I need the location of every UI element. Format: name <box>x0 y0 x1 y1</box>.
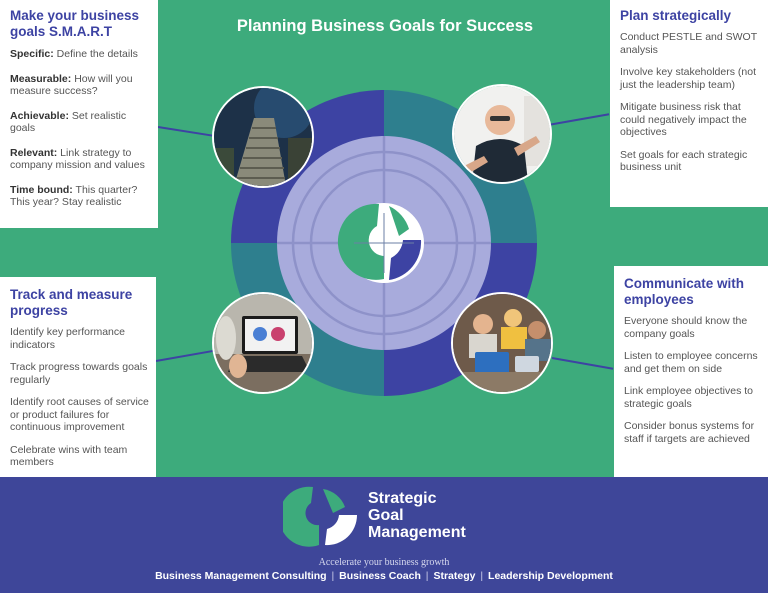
service-item: Business Management Consulting <box>155 570 327 582</box>
smart-item-relevant: Relevant: Link strategy to company missi… <box>10 146 145 172</box>
communicate-item: Link employee objectives to strategic go… <box>624 385 753 410</box>
communicate-card: Communicate with employees Everyone shou… <box>614 266 768 477</box>
tagline: Accelerate your business growth <box>318 557 450 568</box>
smart-item-achievable: Achievable: Set realistic goals <box>10 109 127 135</box>
logo-line-3: Management <box>368 524 466 541</box>
track-item: Identify key performance indicators <box>10 326 125 351</box>
separator: | <box>425 570 429 582</box>
communicate-heading: Communicate with employees <box>624 276 745 307</box>
plan-item: Involve key stakeholders (not just the l… <box>620 66 756 91</box>
smart-term: Time bound: <box>10 183 73 196</box>
smart-term: Specific: <box>10 48 54 60</box>
separator: | <box>480 570 484 582</box>
smart-item-time-bound: Time bound: This quarter? This year? Sta… <box>10 183 138 209</box>
plan-strategically-card: Plan strategically Conduct PESTLE and SW… <box>610 0 768 207</box>
connector-line-smart <box>157 126 216 138</box>
service-item: Business Coach <box>339 570 421 582</box>
service-item: Strategy <box>433 570 476 582</box>
connector-line-track <box>155 349 214 362</box>
services-list: Business Management Consulting | Busines… <box>0 570 768 582</box>
service-item: Leadership Development <box>488 570 613 582</box>
smart-goals-card: Make your business goals S.M.A.R.T Speci… <box>0 0 158 228</box>
target-diagram <box>231 90 537 396</box>
photo-presenter <box>452 84 552 184</box>
plan-heading: Plan strategically <box>620 8 732 23</box>
photo-laptop-charts <box>212 292 314 394</box>
smart-item-measurable: Measurable: How will you measure success… <box>10 72 133 98</box>
separator: | <box>331 570 335 582</box>
logo-line-1: Strategic <box>368 490 437 507</box>
footer: Strategic Goal Management Accelerate you… <box>0 477 768 593</box>
smart-term: Relevant: <box>10 146 58 159</box>
logo-line-2: Goal <box>368 507 404 524</box>
track-item: Identify root causes of service or produ… <box>10 396 149 433</box>
plan-item: Set goals for each strategic business un… <box>620 148 748 174</box>
connector-line-communicate <box>551 357 614 370</box>
track-item: Track progress towards goals regularly <box>10 361 148 386</box>
page-title: Planning Business Goals for Success <box>236 17 534 35</box>
track-heading: Track and measure progress <box>10 287 133 318</box>
communicate-item: Consider bonus systems for staff if targ… <box>624 420 755 445</box>
track-measure-card: Track and measure progress Identify key … <box>0 277 156 477</box>
company-logo-icon <box>283 486 358 547</box>
smart-term: Measurable: <box>10 72 72 85</box>
plan-item: Conduct PESTLE and SWOT analysis <box>620 31 757 56</box>
communicate-item: Everyone should know the company goals <box>624 315 748 340</box>
smart-item-specific: Specific: Define the details <box>10 48 138 60</box>
bullseye-logo-icon <box>337 203 422 280</box>
communicate-item: Listen to employee concerns and get them… <box>624 350 758 375</box>
smart-term: Achievable: <box>10 109 69 122</box>
smart-heading: Make your business goals S.M.A.R.T <box>10 8 140 39</box>
photo-stairs <box>212 86 314 188</box>
plan-item: Mitigate business risk that could negati… <box>620 101 747 138</box>
track-item: Celebrate wins with team members <box>10 443 128 469</box>
connector-line-plan <box>547 113 610 126</box>
company-name: Strategic Goal Management <box>368 490 466 541</box>
photo-team-meeting <box>451 292 553 394</box>
